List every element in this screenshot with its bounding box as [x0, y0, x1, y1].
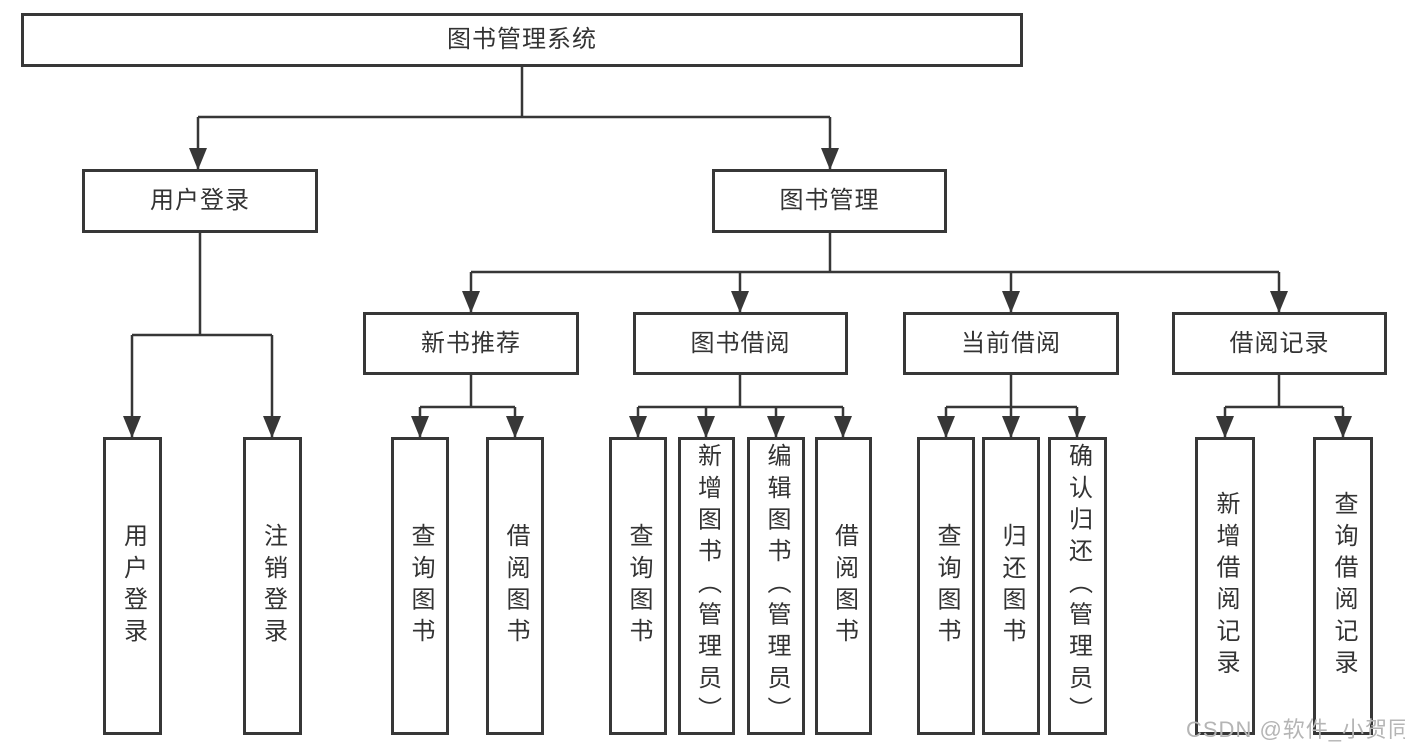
leaf-confirm-return-admin: 确认归还（管理员） — [1048, 437, 1107, 735]
node-user-login: 用户登录 — [82, 169, 318, 233]
leaf-return-books: 归还图书 — [982, 437, 1040, 735]
node-book-borrowing: 图书借阅 — [633, 312, 848, 375]
connector-book-mgmt-to-level2 — [462, 233, 1288, 313]
connector-borrow-record-branch — [1216, 375, 1352, 438]
node-current-borrowing: 当前借阅 — [903, 312, 1119, 375]
leaf-query-books-bb: 查询图书 — [609, 437, 667, 735]
connector-new-book-rec-branch — [411, 375, 524, 438]
leaf-user-login: 用户登录 — [103, 437, 162, 735]
node-book-management: 图书管理 — [712, 169, 947, 233]
leaf-query-borrow-record: 查询借阅记录 — [1313, 437, 1373, 735]
node-borrowing-records: 借阅记录 — [1172, 312, 1387, 375]
leaf-borrow-books-bb: 借阅图书 — [815, 437, 872, 735]
leaf-logout: 注销登录 — [243, 437, 302, 735]
leaf-add-borrow-record: 新增借阅记录 — [1195, 437, 1255, 735]
csdn-watermark: CSDN @软件_小贺同学 — [1186, 717, 1405, 742]
connector-user-login-branch — [123, 233, 281, 438]
connector-book-borrow-branch — [629, 375, 852, 438]
node-library-management-system: 图书管理系统 — [21, 13, 1023, 67]
node-new-book-recommendation: 新书推荐 — [363, 312, 579, 375]
connector-root-to-level1 — [189, 67, 839, 170]
leaf-query-books-cb: 查询图书 — [917, 437, 975, 735]
leaf-query-books-rec: 查询图书 — [391, 437, 449, 735]
leaf-edit-books-admin: 编辑图书（管理员） — [747, 437, 805, 735]
connector-current-borrow-branch — [937, 375, 1086, 438]
leaf-borrow-books-rec: 借阅图书 — [486, 437, 544, 735]
leaf-add-books-admin: 新增图书（管理员） — [678, 437, 735, 735]
